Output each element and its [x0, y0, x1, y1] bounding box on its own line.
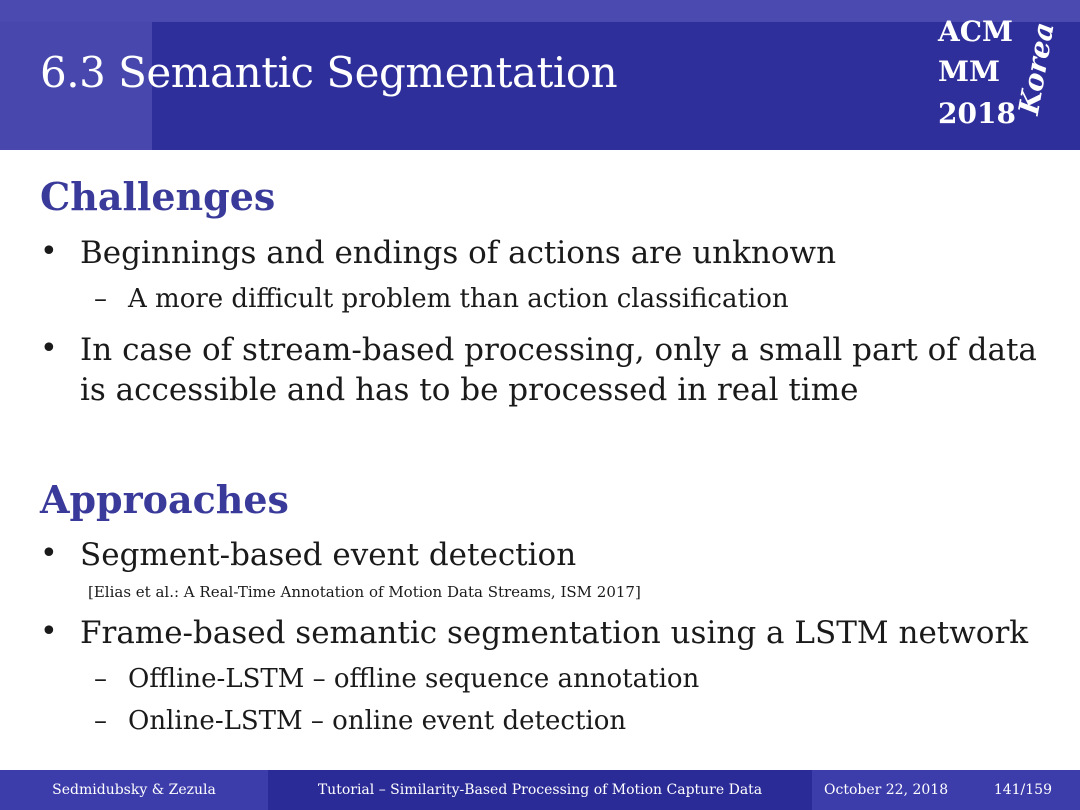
logo-year: 2018: [938, 97, 1016, 130]
challenges-heading: Challenges: [40, 174, 276, 219]
footer-tutorial-title: Tutorial – Similarity-Based Processing o…: [268, 770, 812, 810]
challenge-item-2: In case of stream-based processing, only…: [80, 332, 1037, 408]
challenge-item-1: Beginnings and endings of actions are un…: [80, 235, 837, 271]
approach-item-1: Segment-based event detection: [80, 537, 577, 573]
approach-item-2-sub-1: Offline-LSTM – offline sequence annotati…: [128, 664, 700, 694]
slide-title: 6.3 Semantic Segmentation: [40, 48, 618, 97]
slide-header: 6.3 Semantic Segmentation ACM MM 2018 Ko…: [0, 0, 1080, 150]
dash-marker: –: [94, 664, 107, 694]
header-right-panel: [152, 22, 1080, 150]
approach-item-1-reference: [Elias et al.: A Real-Time Annotation of…: [88, 583, 641, 601]
approach-item-2-sub-2: Online-LSTM – online event detection: [128, 706, 627, 736]
slide-footer: Sedmidubsky & Zezula Tutorial – Similari…: [0, 770, 1080, 810]
logo-acm: ACM: [938, 15, 1014, 48]
bullet-marker: •: [40, 331, 58, 366]
dash-marker: –: [94, 284, 107, 314]
bullet-marker: •: [40, 536, 58, 571]
bullet-marker: •: [40, 614, 58, 649]
footer-page-number: 141/159: [993, 782, 1052, 798]
footer-authors: Sedmidubsky & Zezula: [0, 770, 268, 810]
bullet-marker: •: [40, 234, 58, 269]
header-left-panel: [0, 22, 152, 150]
dash-marker: –: [94, 706, 107, 736]
footer-right-panel: October 22, 2018 141/159: [812, 770, 1080, 810]
logo-korea-script: Korea: [1012, 19, 1061, 118]
approaches-heading: Approaches: [40, 477, 289, 522]
approach-item-2: Frame-based semantic segmentation using …: [80, 615, 1029, 651]
challenge-item-1-sub: A more difficult problem than action cla…: [128, 284, 789, 314]
acm-mm-2018-korea-logo: ACM MM 2018 Korea: [938, 14, 1061, 136]
footer-date: October 22, 2018: [824, 782, 949, 798]
logo-mm: MM: [938, 55, 1000, 88]
header-top-band: [0, 0, 1080, 22]
